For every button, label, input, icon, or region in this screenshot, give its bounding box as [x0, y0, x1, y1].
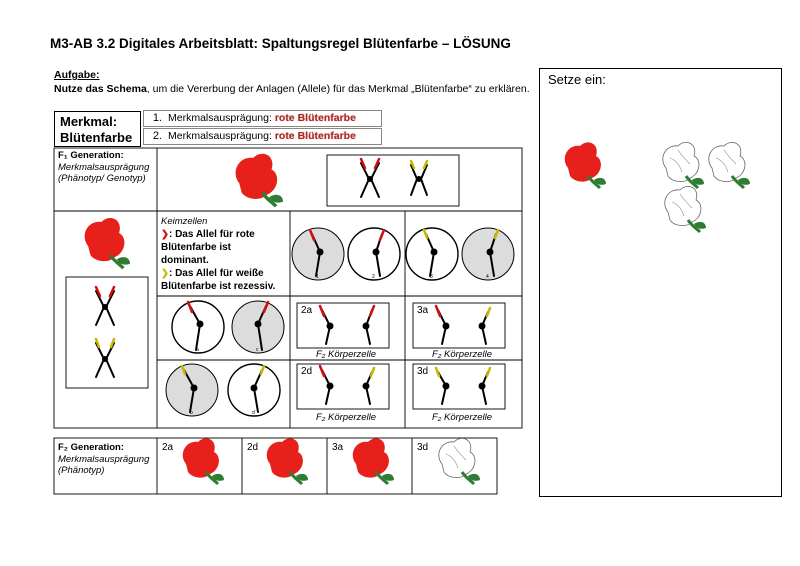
- option-1[interactable]: 1. Merkmalsausprägung: rote Blütenfarbe: [143, 110, 382, 127]
- f1-heading: F₁ Generation:: [58, 150, 124, 161]
- task-text-rest: , um die Vererbung der Anlagen (Allele) …: [146, 83, 530, 95]
- f2-flower-3d[interactable]: [437, 436, 484, 490]
- drag-flower-white-3[interactable]: [663, 184, 710, 238]
- caption-2a: F₂ Körperzelle: [315, 349, 377, 360]
- option-2-label: Merkmalsausprägung:: [168, 130, 275, 142]
- f2-flower-3a[interactable]: [351, 436, 398, 490]
- option-1-value: rote Blütenfarbe: [274, 112, 356, 124]
- option-1-number: 1.: [152, 112, 162, 124]
- gamete-4-label: 4: [486, 274, 489, 280]
- keim-line5: Blütenfarbe ist rezessiv.: [161, 281, 276, 292]
- merkmal-options: 1. Merkmalsausprägung: rote Blütenfarbe 2…: [143, 110, 382, 146]
- page-title: M3-AB 3.2 Digitales Arbeitsblatt: Spaltu…: [50, 36, 511, 51]
- option-2-value: rote Blütenfarbe: [274, 130, 356, 142]
- f2-label: F₂ Generation: Merkmalsausprägung (Phäno…: [58, 442, 149, 477]
- f1-label: F₁ Generation: Merkmalsausprägung (Phäno…: [58, 150, 149, 185]
- task-text-bold: Nutze das Schema: [54, 83, 147, 95]
- f2-sub2: (Phänotyp): [58, 465, 105, 476]
- setze-ein-label: Setze ein:: [548, 72, 606, 87]
- parent-chromosomes: [94, 285, 116, 378]
- f2-item-3a-label: 3a: [332, 442, 344, 453]
- gamete-2-label: 2: [372, 274, 375, 280]
- f2-flower-2d[interactable]: [265, 436, 312, 490]
- gamete-3-label: 3: [430, 274, 433, 280]
- task-text: Nutze das Schema, um die Vererbung der A…: [54, 83, 530, 95]
- keim-line1: : Das Allel für rote: [168, 229, 255, 240]
- cell-2d-label: 2d: [301, 366, 313, 377]
- cell-2a-label: 2a: [301, 305, 313, 316]
- drag-flower-white-2[interactable]: [707, 140, 754, 194]
- option-2[interactable]: 2. Merkmalsausprägung: rote Blütenfarbe: [143, 128, 382, 145]
- f2-heading: F₂ Generation:: [58, 442, 124, 453]
- caption-3d: F₂ Körperzelle: [431, 412, 493, 423]
- gamete-c-label: c: [256, 347, 259, 353]
- option-2-number: 2.: [152, 130, 162, 142]
- merkmal-label: Merkmal:: [60, 114, 118, 129]
- option-1-label: Merkmalsausprägung:: [168, 112, 275, 124]
- caption-3a: F₂ Körperzelle: [431, 349, 493, 360]
- f2-item-2a-label: 2a: [162, 442, 174, 453]
- gamete-d-label: d: [252, 410, 255, 416]
- f2-sub1: Merkmalsausprägung: [58, 453, 150, 465]
- keim-line4: : Das Allel für weiße: [168, 268, 264, 279]
- cell-3a-label: 3a: [417, 305, 429, 316]
- keimzellen-heading: Keimzellen: [161, 216, 208, 227]
- f1-chromosomes: [359, 157, 429, 198]
- merkmal-label-box: Merkmal: Blütenfarbe: [54, 111, 141, 147]
- drag-source-panel: [539, 68, 782, 497]
- merkmal-name: Blütenfarbe: [60, 130, 133, 145]
- f1-sub1: Merkmalsausprägung: [58, 161, 150, 173]
- red-allele-icon: ❯: [161, 229, 169, 240]
- gamete-b-label: b: [190, 410, 193, 416]
- yellow-allele-icon: ❯: [161, 268, 169, 279]
- keimzellen-legend: Keimzellen ❯: Das Allel für rote Blütenf…: [161, 215, 275, 293]
- keim-line3: dominant.: [161, 255, 209, 266]
- f2-item-2d-label: 2d: [247, 442, 259, 453]
- gamete-a-label: a: [196, 347, 199, 353]
- cell-3d-label: 3d: [417, 366, 429, 377]
- f2-flower-2a[interactable]: [181, 436, 228, 490]
- drag-flower-red[interactable]: [563, 140, 610, 194]
- keim-line2: Blütenfarbe ist: [161, 242, 232, 253]
- f1-sub2: (Phänotyp/ Genotyp): [58, 173, 146, 184]
- f2-item-3d-label: 3d: [417, 442, 429, 453]
- caption-2d: F₂ Körperzelle: [315, 412, 377, 423]
- gamete-1-label: 1: [316, 274, 319, 280]
- task-heading: Aufgabe:: [54, 69, 100, 81]
